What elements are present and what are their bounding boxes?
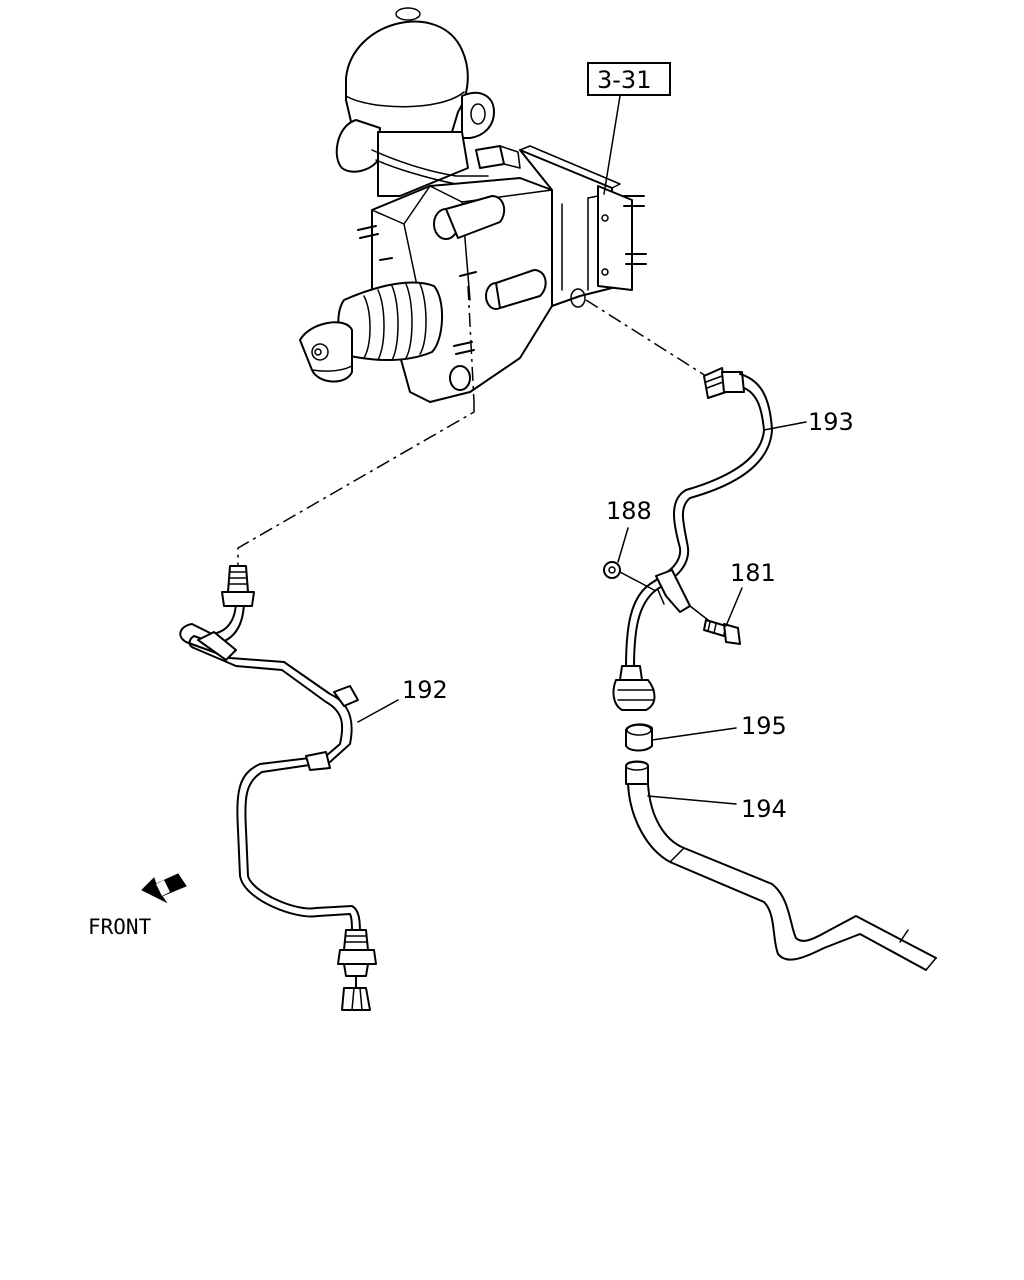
brake-pipe-193	[612, 367, 773, 711]
leader-lines	[357, 421, 807, 805]
callout-192: 192	[402, 676, 448, 704]
callout-181: 181	[730, 559, 776, 587]
reference-box: 3-31	[587, 62, 671, 195]
callout-194: 194	[741, 795, 787, 823]
part-194-hose	[625, 760, 937, 971]
front-indicator: FRONT	[88, 873, 187, 939]
front-label: FRONT	[88, 915, 152, 939]
centerline-192	[237, 402, 475, 566]
reference-box-label: 3-31	[597, 66, 651, 94]
hydraulic-unit-assembly	[299, 7, 647, 403]
brake-pipe-192	[179, 565, 377, 1011]
callout-195: 195	[741, 712, 787, 740]
callout-193: 193	[808, 408, 854, 436]
part-181-bolt	[689, 605, 741, 645]
part-188-nut	[603, 561, 655, 591]
part-195-clip	[625, 723, 653, 752]
centerline-193	[585, 299, 707, 377]
callout-188: 188	[606, 497, 652, 525]
